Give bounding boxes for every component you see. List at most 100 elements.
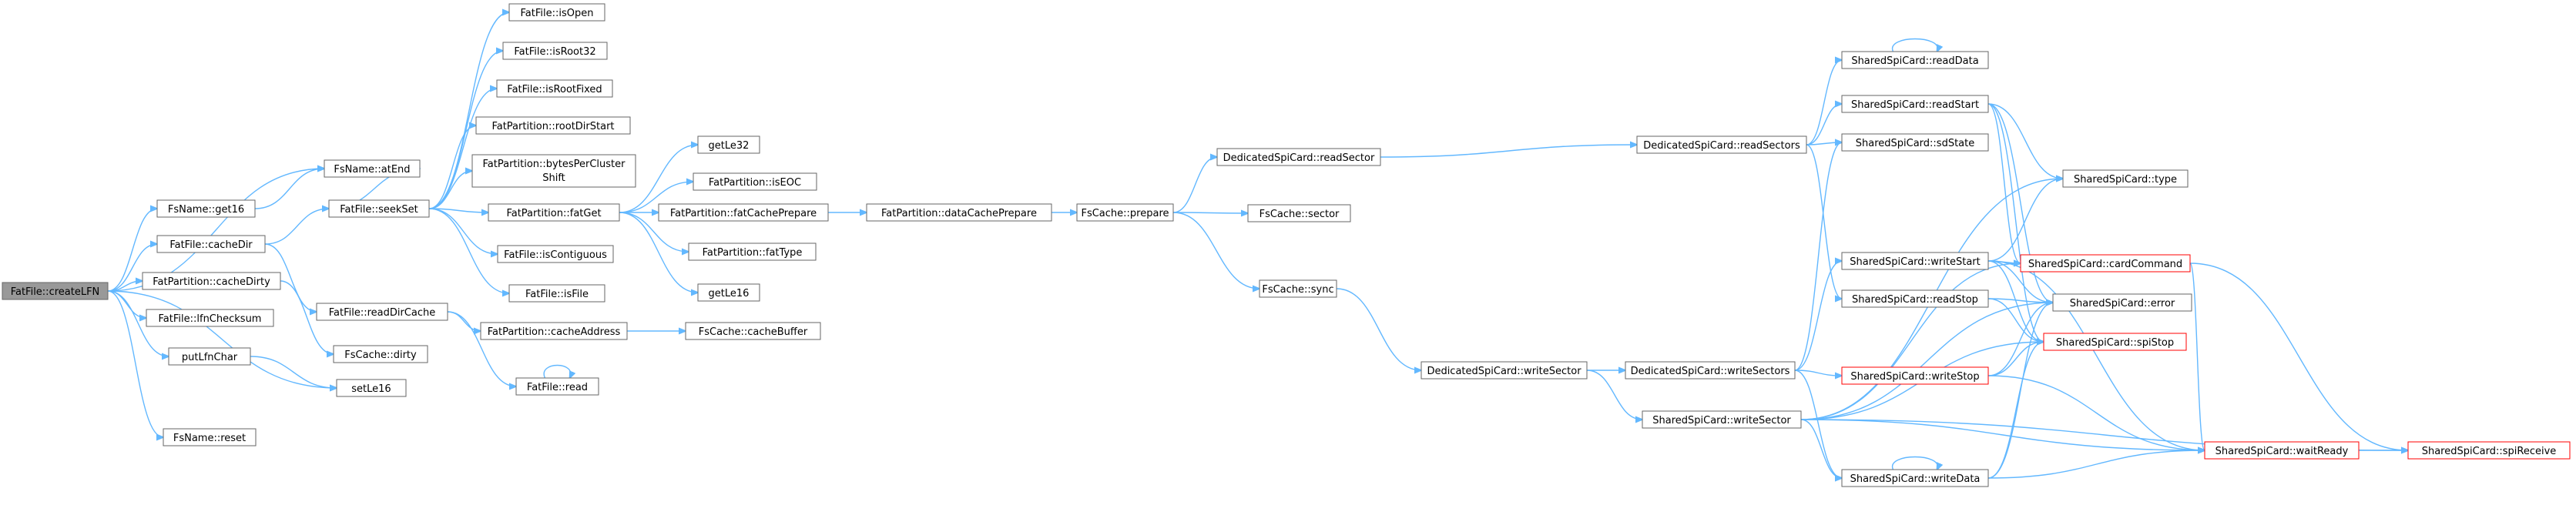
- node-box: [146, 309, 274, 327]
- node-read[interactable]: FatFile::read: [515, 377, 599, 396]
- node-box: [1636, 135, 1807, 154]
- edge-putLfnChar-to-setLe16: [250, 356, 337, 388]
- node-readDirCache[interactable]: FatFile::readDirCache: [316, 303, 448, 321]
- node-root[interactable]: FatFile::createLFN: [2, 282, 109, 300]
- node-setLe16[interactable]: setLe16: [336, 379, 407, 397]
- node-box: [2062, 169, 2189, 188]
- edge-seekSet-to-isRootFixed: [428, 89, 497, 209]
- edge-readSectors-to-readStop: [1806, 144, 1842, 299]
- edge-root-to-cacheDir: [107, 244, 157, 292]
- node-isRootFixed[interactable]: FatFile::isRootFixed: [496, 79, 613, 98]
- node-atEnd[interactable]: FsName::atEnd: [324, 159, 421, 178]
- node-box: [508, 3, 605, 22]
- node-sync[interactable]: FsCache::sync: [1259, 279, 1337, 298]
- node-box: [496, 79, 613, 98]
- node-box: [156, 235, 266, 253]
- edge-prepare-to-sector: [1172, 212, 1248, 213]
- node-cacheDir[interactable]: FatFile::cacheDir: [156, 235, 266, 253]
- node-label: FsName::atEnd: [334, 164, 410, 176]
- node-isOpen[interactable]: FatFile::isOpen: [508, 3, 605, 22]
- node-label: SharedSpiCard::type: [2074, 174, 2177, 186]
- edge-root-to-lfnChecksum: [107, 290, 146, 318]
- edge-readSector-to-readSectors: [1380, 145, 1637, 158]
- node-getLe32[interactable]: getLe32: [697, 135, 760, 154]
- node-label: setLe16: [351, 383, 391, 395]
- node-spiStop[interactable]: SharedSpiCard::spiStop: [2043, 333, 2187, 351]
- node-label: FatFile::isFile: [525, 289, 589, 300]
- node-readData[interactable]: SharedSpiCard::readData: [1841, 51, 1989, 69]
- node-writeData[interactable]: SharedSpiCard::writeData: [1841, 469, 1989, 487]
- node-sWriteSector[interactable]: SharedSpiCard::writeSector: [1642, 410, 1802, 429]
- node-label: SharedSpiCard::readData: [1851, 55, 1978, 67]
- node-box: [502, 42, 608, 60]
- node-readSectors[interactable]: DedicatedSpiCard::readSectors: [1636, 135, 1807, 154]
- node-box: [2, 282, 109, 300]
- node-error[interactable]: SharedSpiCard::error: [2052, 293, 2192, 312]
- edge-get16-to-atEnd: [254, 169, 324, 209]
- node-label: FatPartition::fatGet: [506, 208, 601, 219]
- node-getLe16[interactable]: getLe16: [697, 283, 760, 302]
- node-cacheBuffer[interactable]: FsCache::cacheBuffer: [685, 322, 821, 340]
- node-label: DedicatedSpiCard::writeSectors: [1631, 366, 1790, 377]
- node-isFile[interactable]: FatFile::isFile: [508, 284, 605, 303]
- node-writeSectors[interactable]: DedicatedSpiCard::writeSectors: [1625, 361, 1796, 380]
- node-box: [693, 172, 817, 191]
- node-fatType[interactable]: FatPartition::fatType: [688, 242, 817, 261]
- node-label: FsCache::sector: [1259, 209, 1340, 220]
- node-reset[interactable]: FsName::reset: [163, 428, 257, 446]
- edge-writeSectors-to-sdState: [1794, 142, 1842, 371]
- node-readSector[interactable]: DedicatedSpiCard::readSector: [1216, 148, 1381, 166]
- node-seekSet[interactable]: FatFile::seekSet: [328, 199, 430, 218]
- node-prepare[interactable]: FsCache::prepare: [1076, 203, 1174, 222]
- node-box: [333, 345, 428, 363]
- edge-writeSectors-to-writeStop: [1794, 370, 1842, 376]
- node-box: [1841, 51, 1989, 69]
- node-label: FatFile::read: [527, 382, 588, 393]
- node-isEOC[interactable]: FatPartition::isEOC: [693, 172, 817, 191]
- edge-fatGet-to-isEOC: [619, 182, 693, 213]
- node-isRoot32[interactable]: FatFile::isRoot32: [502, 42, 608, 60]
- edge-fatGet-to-fatType: [619, 212, 689, 252]
- node-spiReceive[interactable]: SharedSpiCard::spiReceive: [2407, 441, 2571, 460]
- node-writeSector[interactable]: DedicatedSpiCard::writeSector: [1420, 361, 1588, 380]
- node-box: [1841, 95, 1989, 113]
- node-label: FsCache::dirty: [344, 349, 417, 361]
- node-lfnChecksum[interactable]: FatFile::lfnChecksum: [146, 309, 274, 327]
- node-waitReady[interactable]: SharedSpiCard::waitReady: [2204, 441, 2360, 460]
- node-isContiguous[interactable]: FatFile::isContiguous: [497, 245, 614, 263]
- edge-writeData-to-waitReady: [1987, 450, 2205, 479]
- edge-seekSet-to-bytesPerCluster: [428, 171, 472, 209]
- node-type[interactable]: SharedSpiCard::type: [2062, 169, 2189, 188]
- edge-readDirCache-to-read: [447, 311, 516, 386]
- node-get16[interactable]: FsName::get16: [156, 199, 256, 218]
- node-rootDirStart[interactable]: FatPartition::rootDirStart: [475, 116, 631, 135]
- node-box: [658, 203, 829, 222]
- node-writeStop[interactable]: SharedSpiCard::writeStop: [1841, 366, 1989, 385]
- edge-seekSet-to-isContiguous: [428, 208, 498, 254]
- edge-readStart-to-cardCommand: [1987, 103, 2021, 263]
- node-dirty[interactable]: FsCache::dirty: [333, 345, 428, 363]
- node-readStart[interactable]: SharedSpiCard::readStart: [1841, 95, 1989, 113]
- node-sector[interactable]: FsCache::sector: [1247, 204, 1351, 222]
- node-label: FatPartition::cacheDirty: [153, 276, 270, 288]
- node-label: SharedSpiCard::writeStart: [1850, 256, 1981, 268]
- node-fatGet[interactable]: FatPartition::fatGet: [488, 203, 620, 222]
- node-box: [1841, 133, 1989, 152]
- node-cardCommand[interactable]: SharedSpiCard::cardCommand: [2020, 254, 2191, 273]
- node-label: FsCache::sync: [1262, 284, 1333, 296]
- node-sdState[interactable]: SharedSpiCard::sdState: [1841, 133, 1989, 152]
- node-cacheDirty[interactable]: FatPartition::cacheDirty: [142, 272, 281, 290]
- node-dataCachePrepare[interactable]: FatPartition::dataCachePrepare: [866, 203, 1052, 222]
- node-readStop[interactable]: SharedSpiCard::readStop: [1841, 289, 1989, 308]
- edge-cardCommand-to-spiReceive: [2189, 263, 2408, 450]
- node-putLfnChar[interactable]: putLfnChar: [168, 347, 251, 366]
- edge-writeStart-to-error: [1987, 260, 2053, 303]
- node-label: FsCache::prepare: [1081, 208, 1169, 219]
- node-fatCachePrepare[interactable]: FatPartition::fatCachePrepare: [658, 203, 829, 222]
- node-cacheAddress[interactable]: FatPartition::cacheAddress: [480, 322, 628, 340]
- node-label: SharedSpiCard::error: [2070, 298, 2175, 309]
- node-writeStart[interactable]: SharedSpiCard::writeStart: [1841, 252, 1989, 270]
- node-label: SharedSpiCard::writeSector: [1652, 415, 1791, 426]
- node-label: FatFile::isOpen: [521, 8, 594, 19]
